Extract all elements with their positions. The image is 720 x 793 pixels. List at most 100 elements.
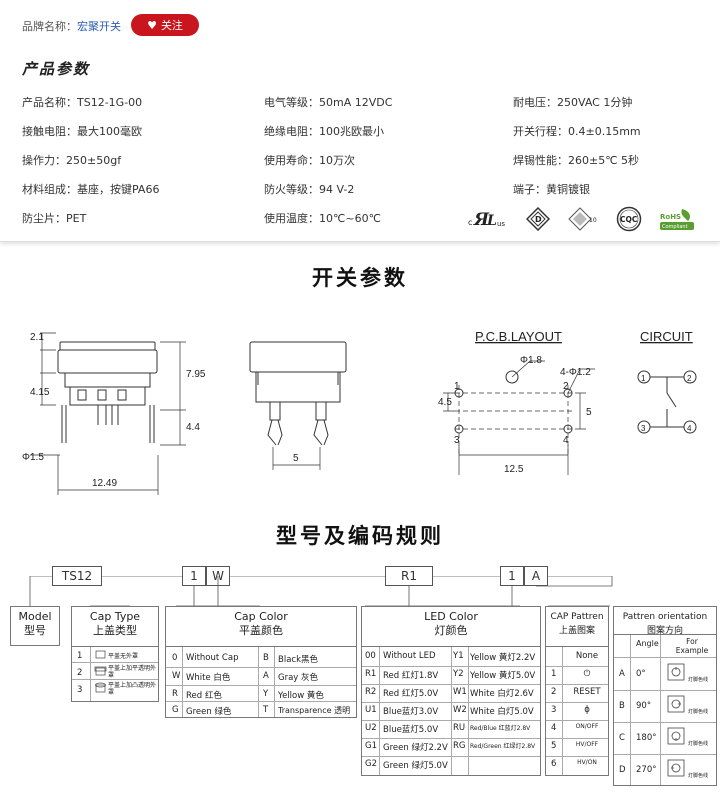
orientation-title: Pattren orientation	[622, 612, 708, 622]
model-title: Model	[18, 610, 52, 623]
orientation-code: A	[619, 669, 625, 679]
led-code: Y1	[453, 651, 464, 661]
param: 开关行程：0.4±0.15mm	[513, 125, 641, 138]
led-code: G2	[365, 759, 377, 769]
dim-label: 12.49	[92, 478, 117, 489]
led-desc: Red/Green 红绿灯2.8V	[470, 743, 536, 750]
param: 焊锡性能：260±5℃ 5秒	[513, 154, 640, 167]
led-desc: Red 红灯1.8V	[383, 671, 439, 681]
led-code: G1	[365, 741, 377, 751]
cap-color-code: G	[172, 705, 179, 715]
heart-icon: ♥	[147, 18, 157, 32]
orientation-code: D	[619, 765, 626, 775]
dim-label: 5	[293, 453, 299, 464]
svg-text:RoHS: RoHS	[660, 213, 681, 221]
orientation-angle: 180°	[636, 733, 657, 743]
dim-label: 4.4	[186, 422, 200, 433]
led-desc: Without LED	[383, 651, 436, 661]
pin-label: 3	[641, 424, 646, 433]
pattern-symbol: RESET	[573, 687, 601, 697]
led-desc: Yellow 黄灯5.0V	[470, 671, 536, 681]
led-code: R2	[365, 687, 377, 697]
pattern-code: 2	[551, 687, 557, 697]
svg-text:Я: Я	[473, 210, 490, 230]
pattern-code: 3	[551, 705, 557, 715]
cap-color-name: Transparence 透明	[278, 706, 351, 715]
param: 防尘片：PET	[22, 212, 87, 225]
cap-type-title: Cap Type	[89, 610, 141, 623]
dim-label: Φ1.5	[22, 452, 44, 463]
cap-color-name: Green 绿色	[186, 707, 232, 717]
cap-color-subtitle: 平盖颜色	[239, 624, 283, 637]
cap-color-code: A	[263, 671, 269, 681]
brand-line: 品牌名称：宏聚开关	[22, 18, 121, 34]
led-desc: White 白灯5.0V	[470, 707, 534, 717]
dim-label: 4-Φ1.2	[560, 367, 591, 378]
pattern-symbol: None	[575, 651, 599, 661]
led-desc: Blue蓝灯3.0V	[383, 707, 439, 717]
pcb-layout-title: P.C.B.LAYOUT	[475, 329, 562, 344]
led-desc: White 白灯2.6V	[470, 689, 534, 699]
orientation-example-icon: 灯脚色线	[667, 663, 708, 683]
svg-text:D: D	[535, 215, 542, 224]
pin-label: 2	[563, 381, 569, 392]
params-title: 产品参数	[22, 60, 91, 78]
param: 接触电阻：最大100毫欧	[22, 125, 142, 138]
code-connectors	[29, 576, 613, 607]
cqc-cert-icon: CQC	[616, 206, 642, 232]
code-box-led-color: R1	[385, 566, 433, 586]
led-code: RU	[453, 723, 466, 733]
pin-label: 4	[563, 435, 569, 446]
example-label: 灯脚色线	[688, 772, 708, 779]
technical-drawing: 2.1 4.15 7.95 4.4 Φ1.5 12.49 5 P.C.B.LAY…	[22, 329, 697, 495]
led-color-title: LED Color	[424, 610, 478, 623]
orientation-table: Pattren orientation 图案方向 Angle For Examp…	[613, 606, 717, 786]
orientation-subtitle: 图案方向	[646, 626, 683, 636]
param: 端子：黄铜镀银	[513, 183, 590, 196]
dim-label: 4.15	[30, 387, 50, 398]
pin-label: 1	[454, 381, 460, 392]
led-code: U1	[365, 705, 377, 715]
param: 使用寿命：10万次	[264, 154, 355, 167]
pattern-code: 6	[551, 759, 557, 769]
svg-text:c: c	[468, 218, 472, 227]
param: 操作力：250±50gf	[22, 154, 122, 167]
cap-pattern-title: CAP Pattren	[550, 612, 604, 622]
param: 电气等级：50mA 12VDC	[264, 96, 393, 109]
cap-color-name: Without Cap	[186, 653, 239, 663]
led-code: W1	[453, 687, 467, 697]
section-title-switch-params: 开关参数	[312, 266, 408, 290]
model-subtitle: 型号	[24, 624, 46, 637]
dim-label: 5	[586, 407, 592, 418]
orientation-code: C	[619, 733, 625, 743]
brand-link[interactable]: 宏聚开关	[77, 20, 121, 33]
pattern-symbol: ON/OFF	[575, 723, 599, 730]
pattern-symbol: ⏻	[583, 669, 591, 679]
pattern-code: 5	[551, 741, 557, 751]
led-desc: Blue蓝灯5.0V	[383, 725, 439, 735]
cap-color-title: Cap Color	[234, 610, 288, 623]
follow-button[interactable]: ♥关注	[131, 14, 199, 36]
pin-label: 1	[641, 374, 646, 383]
example-header: For Example	[675, 637, 709, 655]
dim-label: 7.95	[186, 369, 206, 380]
pattern-symbol: HV/ON	[577, 759, 597, 766]
pin-label: 2	[687, 374, 692, 383]
cap-color-name: Red 红色	[186, 691, 222, 701]
led-code: Y2	[453, 669, 464, 679]
orientation-angle: 90°	[636, 701, 652, 711]
cap-type-subtitle: 上盖类型	[93, 624, 137, 637]
cap-type-code: 1	[77, 651, 83, 661]
code-box-orientation: A	[524, 566, 548, 586]
cap-color-name: Yellow 黄色	[278, 691, 324, 701]
cap-color-name: White 白色	[186, 673, 231, 683]
cap-color-table: Cap Color 平盖颜色 0 Without Cap B Black黑色 W…	[165, 606, 357, 718]
code-box-model: TS12	[52, 566, 102, 586]
cap-color-code: R	[172, 689, 178, 699]
led-desc: Yellow 黄灯2.2V	[470, 653, 536, 663]
section-title-code-rules: 型号及编码规则	[276, 524, 444, 548]
led-code: W2	[453, 705, 467, 715]
